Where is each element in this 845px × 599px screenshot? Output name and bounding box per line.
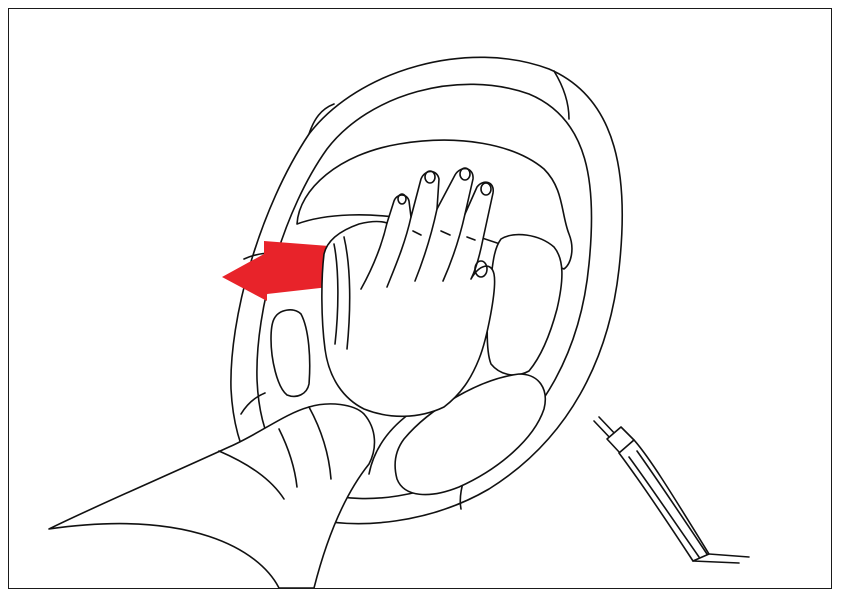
sleeve [49, 404, 374, 588]
steering-wheel-illustration [9, 9, 831, 588]
illustration-frame [8, 8, 832, 589]
screwdriver [594, 417, 749, 563]
